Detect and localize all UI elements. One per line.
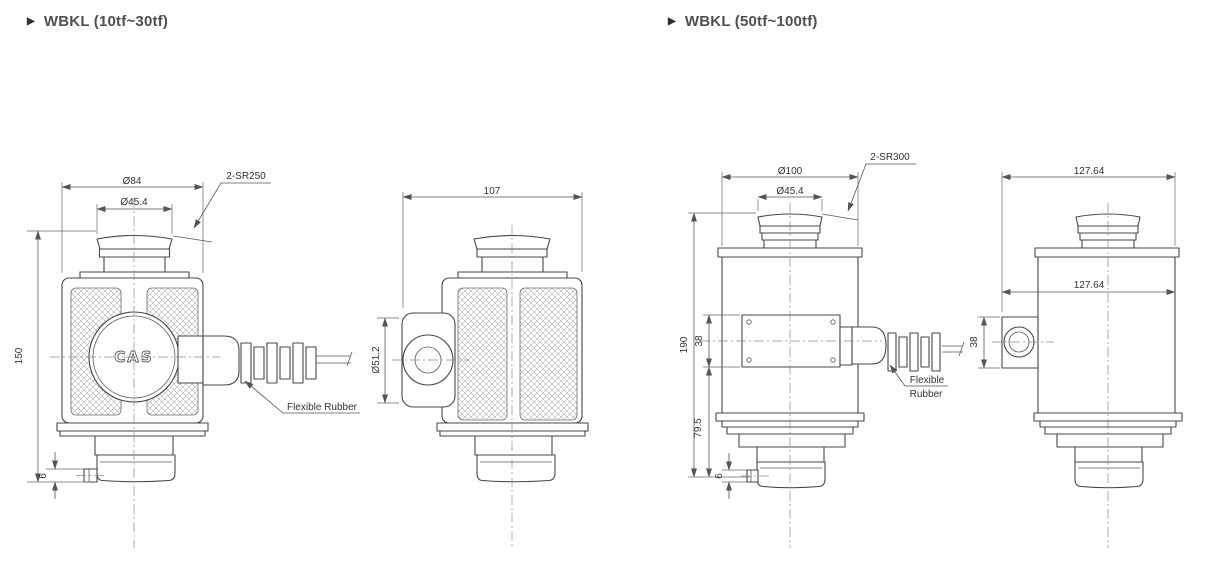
extension-lines-width-overall	[1001, 172, 1176, 312]
cable-junction-tab	[177, 335, 204, 384]
load-button-outline	[757, 213, 823, 227]
cable-note-label: Flexible Rubber	[287, 402, 358, 413]
dim-label-dia-body: Ø100	[778, 166, 803, 177]
extension-lines-boss	[978, 316, 1000, 369]
dim-label-width-overall: 127.64	[1074, 166, 1105, 177]
bottom-step	[738, 433, 846, 448]
shoulder-outline	[79, 271, 190, 279]
bottom-neck	[756, 446, 825, 463]
bottom-cap	[756, 461, 826, 489]
top-flange	[1034, 247, 1180, 258]
dim-label-offset: 6	[38, 473, 49, 479]
dim-label-height: 190	[679, 336, 690, 353]
wbkl-small-front-view: CAS Ø84 Ø45.4 2-SR250	[14, 171, 360, 548]
plate-screw	[746, 357, 752, 363]
bottom-step	[1056, 433, 1164, 448]
cable-note-line2: Rubber	[910, 389, 943, 400]
neck-outline	[481, 256, 544, 273]
right-panel-title: ▶ WBKL (50tf~100tf)	[668, 13, 818, 30]
body-outline	[1037, 256, 1176, 414]
cable-rubber-ribs	[240, 342, 317, 384]
bottom-cap	[476, 454, 556, 483]
bottom-neck	[1074, 446, 1143, 463]
cable-note-line1: Flexible	[910, 375, 945, 386]
shoulder-outline	[457, 271, 568, 279]
dim-label-base-height: 79.5	[693, 418, 704, 438]
sphere-tangent-line	[821, 213, 859, 221]
wbkl-large-side-view: 127.64 127.64 38	[969, 166, 1183, 548]
cable-note-leader	[244, 380, 360, 414]
cas-logo: CAS	[114, 348, 153, 366]
sphere-note-leader	[193, 182, 271, 229]
load-button-outline	[473, 234, 551, 250]
cable-connector	[202, 335, 240, 386]
wbkl-small-side-view: 107 Ø51.2	[371, 186, 589, 548]
dim-label-dia-cap: Ø45.4	[120, 197, 148, 208]
right-panel-title-text: WBKL (50tf~100tf)	[684, 13, 818, 30]
bottom-neck	[474, 435, 553, 456]
bottom-flange	[436, 422, 589, 437]
title-bullet-icon: ▶	[668, 15, 676, 27]
extension-lines-dia-cap	[757, 199, 823, 211]
sphere-note-label: 2-SR300	[870, 152, 910, 163]
extension-lines-dia-body	[61, 182, 204, 273]
dim-label-boss-dia: Ø51.2	[371, 346, 382, 374]
wbkl-large-front-view: Ø100 Ø45.4 2-SR300 190 38 79.5 6 Flexibl…	[679, 152, 965, 548]
dim-label-width-body: 127.64	[1074, 280, 1105, 291]
left-panel-title-text: WBKL (10tf~30tf)	[43, 13, 169, 30]
dim-label-dia-cap: Ø45.4	[776, 186, 804, 197]
dim-label-dia-body: Ø84	[123, 176, 142, 187]
cable-connector	[851, 326, 887, 365]
hatch-panel-left	[457, 287, 508, 421]
load-button-outline	[96, 234, 173, 250]
dim-label-boss-size: 38	[969, 336, 980, 348]
sphere-tangent-line	[172, 235, 213, 243]
bottom-cap	[1074, 461, 1144, 489]
plate-screw	[830, 357, 836, 363]
sphere-note-label: 2-SR250	[226, 171, 266, 182]
load-button-outline	[1075, 213, 1141, 227]
dim-label-plate-height: 38	[694, 335, 705, 347]
cable-boss	[1001, 316, 1039, 369]
bottom-cap	[96, 454, 176, 483]
plate-screw	[830, 319, 836, 325]
extension-lines-width	[402, 192, 583, 308]
title-bullet-icon: ▶	[27, 15, 35, 27]
extension-lines-dia-cap	[96, 204, 173, 234]
cable-lines	[316, 351, 353, 367]
dim-label-offset: 6	[714, 473, 725, 479]
sphere-note-leader	[847, 163, 916, 212]
dim-label-height: 150	[14, 347, 25, 364]
cable-rubber-ribs	[887, 332, 941, 372]
neck-outline	[103, 256, 166, 273]
cable-lines	[942, 341, 965, 357]
cable-note-leader	[889, 364, 948, 387]
plate-screw	[746, 319, 752, 325]
load-button-ring	[98, 248, 171, 258]
left-panel-title: ▶ WBKL (10tf~30tf)	[27, 13, 168, 30]
bottom-flange	[56, 422, 209, 437]
hatch-panel-right	[519, 287, 578, 421]
cable-junction-tab	[839, 326, 853, 366]
dim-label-width: 107	[484, 186, 501, 197]
extension-lines-boss-dia	[377, 317, 399, 404]
